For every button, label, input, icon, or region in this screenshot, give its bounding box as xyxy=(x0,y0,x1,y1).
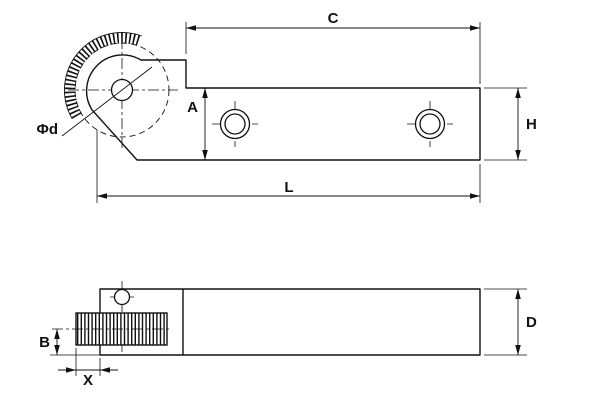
knurl-outer-edge xyxy=(64,32,142,120)
dim-arrow xyxy=(186,25,196,31)
dimensions-top-view: C A H L Φd xyxy=(37,10,537,203)
dim-label-A: A xyxy=(187,99,198,116)
dim-arrow xyxy=(97,193,107,199)
dim-arrow xyxy=(54,345,60,355)
dimension-A: A xyxy=(187,88,208,160)
dim-label-L: L xyxy=(284,179,293,196)
dim-arrow xyxy=(66,367,76,373)
dimension-C: C xyxy=(185,10,481,84)
mount-hole-right xyxy=(407,101,453,147)
dim-arrow xyxy=(515,289,521,299)
leader-line xyxy=(61,66,153,137)
dim-arrow xyxy=(54,329,60,339)
dim-label-C: C xyxy=(328,10,339,27)
dimension-B: B xyxy=(39,329,100,356)
dim-arrow xyxy=(515,88,521,98)
pin-head xyxy=(113,288,131,306)
top-view xyxy=(64,32,481,161)
dim-arrow xyxy=(470,193,480,199)
arm-outline xyxy=(85,54,481,161)
dimensions-side-view: D B X xyxy=(39,288,537,389)
dimension-X: X xyxy=(58,348,118,389)
dim-label-H: H xyxy=(526,116,537,133)
dimension-L: L xyxy=(96,130,481,203)
dim-label-B: B xyxy=(39,334,50,351)
dim-label-phi-d: Φd xyxy=(37,121,58,138)
mount-hole-left xyxy=(212,101,258,147)
dim-arrow xyxy=(470,25,480,31)
dimension-H: H xyxy=(484,87,537,161)
dim-arrow xyxy=(515,345,521,355)
dimension-D: D xyxy=(484,288,537,356)
dimension-phi-d: Φd xyxy=(37,66,153,138)
dim-arrow xyxy=(515,150,521,160)
dim-label-D: D xyxy=(526,314,537,331)
dim-arrow xyxy=(202,150,208,160)
dim-label-X: X xyxy=(83,372,93,389)
hole-inner-circle xyxy=(224,113,246,135)
knurl-band xyxy=(64,32,142,119)
dim-arrow xyxy=(202,88,208,98)
side-view xyxy=(52,281,481,356)
hole-inner-circle xyxy=(419,113,441,135)
dim-arrow xyxy=(100,367,110,373)
